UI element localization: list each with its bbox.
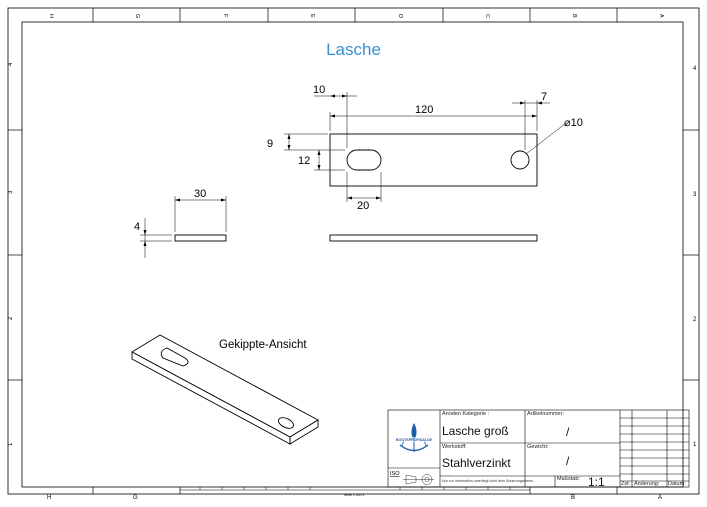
dim-end-offset: 7 [541,91,547,103]
row-number-1-right: 1 [693,442,697,448]
footer-letter-b: B [571,495,575,501]
row-number-4-left: 4 [8,62,14,66]
left-view-outline [174,234,227,242]
row-number-3-right: 3 [693,192,697,198]
round-hole [510,150,530,170]
outer-frame [7,7,700,495]
dim-hole-diameter: ⌀10 [564,117,583,129]
footer-letter-h: H [47,495,51,501]
category-value: Lasche groß [442,424,509,438]
dim-slot-length: 20 [357,200,369,212]
article-value: / [566,425,570,439]
isometric-label: Gekippte-Ansicht [219,339,307,351]
iso-round-hole [278,417,294,429]
footer-letter-a: A [658,495,662,501]
material-label: Werkstoff: [442,444,467,450]
bottom-grid-ticks [92,487,618,494]
weight-label: Gewicht: [527,444,549,450]
bottom-view-strip [329,234,538,242]
row-number-2-left: 2 [8,316,14,320]
col-letter-g: G [134,14,140,18]
col-letter-e: E [309,14,315,18]
col-letter-b: B [571,14,577,18]
category-label: Anoden Kategorie : [442,411,490,417]
row-number-3-left: 3 [8,190,14,194]
dim-total-length: 120 [415,104,433,116]
company-logo: BOOTSPROFIS24.DE [391,423,437,452]
footer-letter-g: G [133,495,138,501]
dim-thickness: 4 [134,221,140,233]
col-letter-a: A [658,14,664,18]
dim-slot-height: 12 [298,155,310,167]
top-grid-ticks [92,8,618,22]
col-letter-c: C [484,14,490,18]
front-view-outline [329,133,538,187]
row-number-4-right: 4 [693,66,697,72]
dim-side-width: 30 [194,188,206,200]
iso-label: ISO [390,471,400,477]
front-view [329,133,538,187]
scale-value: 1:1 [588,475,605,489]
col-letter-h: H [48,14,54,18]
front-dimension-texts: 10 120 7 ⌀10 9 12 20 [267,84,583,212]
revision-date: Datum: [668,481,686,487]
bottom-footer-letters: H G B A [47,495,662,501]
dim-width: 9 [267,138,273,150]
title-block-lines [387,409,690,488]
slot-hole [346,149,382,171]
row-number-1-left: 1 [8,442,14,446]
front-dimension-arrows [287,94,542,200]
left-row-numbers: 4 3 2 1 [8,62,14,446]
iso-projection-symbol [403,474,434,485]
right-row-numbers: 4 3 2 1 [693,66,697,448]
dim-hole-offset: 10 [313,84,325,96]
col-letter-f: F [222,14,228,18]
page-label: Seite 1 von 1 [344,493,364,497]
row-number-2-right: 2 [693,317,697,323]
drawing-title: Lasche [326,40,381,59]
top-column-letters: H G F E D C B A [48,14,664,18]
logo-text: BOOTSPROFIS24.DE [396,438,433,442]
left-view-texts: 30 4 [134,188,206,233]
isometric-view [131,334,319,445]
front-dimension-lines [284,92,567,202]
left-view [140,196,227,258]
inner-frame [21,21,684,488]
weight-value: / [566,454,570,468]
scale-label: Maßstab: [557,476,580,482]
revision-change: Änderung: [634,481,660,487]
bottom-ruler [180,487,530,491]
iso-slot [160,347,189,367]
revision-zst: Zst: [621,481,631,487]
material-value: Stahlverzinkt [442,456,511,470]
article-label: Artikelnummer: [527,411,564,417]
col-letter-d: D [397,14,403,18]
iso-end-face [289,419,319,445]
info-note: Nur zur Information,unterliegt nicht dem… [442,479,534,483]
side-grid-ticks [8,129,699,381]
